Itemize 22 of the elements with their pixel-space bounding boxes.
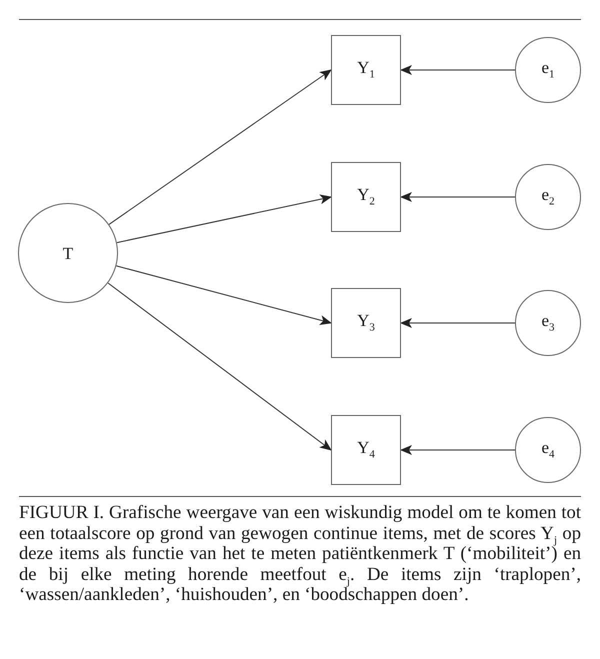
arrow: [108, 69, 332, 225]
node-label: Y$_{3}$: [357, 312, 375, 334]
arrow: [400, 318, 516, 328]
arrow: [116, 265, 332, 325]
square-node: [331, 415, 401, 485]
square-node: [331, 35, 401, 105]
node-label: e$_{4}$: [541, 439, 555, 461]
caption: FIGUUR I. Grafische weergave van een wiskundig model om te komen tot een totaalscore op grond van gewogen continue items, met de scores Y$_{j}$ op deze items als functie van het te meten patiëntkenmerk T (‘mobiliteit’) en de bij elke meting horende meetfout e$_{j}$. De items zijn ‘traplopen’, ‘wassen/aankleden’, ‘huishouden’, en ‘boodschappen doen’.: [19, 503, 581, 606]
node-label: e$_{2}$: [541, 186, 555, 208]
arrow: [116, 194, 332, 244]
node-label: Y$_{1}$: [357, 59, 375, 81]
node-label: T: [62, 244, 74, 262]
node-label: e$_{1}$: [541, 59, 555, 81]
arrow: [400, 65, 516, 75]
arrow: [108, 282, 332, 451]
square-node: [331, 162, 401, 232]
arrow: [400, 192, 516, 202]
square-node: [331, 288, 401, 358]
node-label: e$_{3}$: [541, 312, 555, 334]
arrow: [400, 445, 516, 455]
node-label: Y$_{4}$: [357, 439, 375, 461]
node-label: Y$_{2}$: [357, 186, 375, 208]
